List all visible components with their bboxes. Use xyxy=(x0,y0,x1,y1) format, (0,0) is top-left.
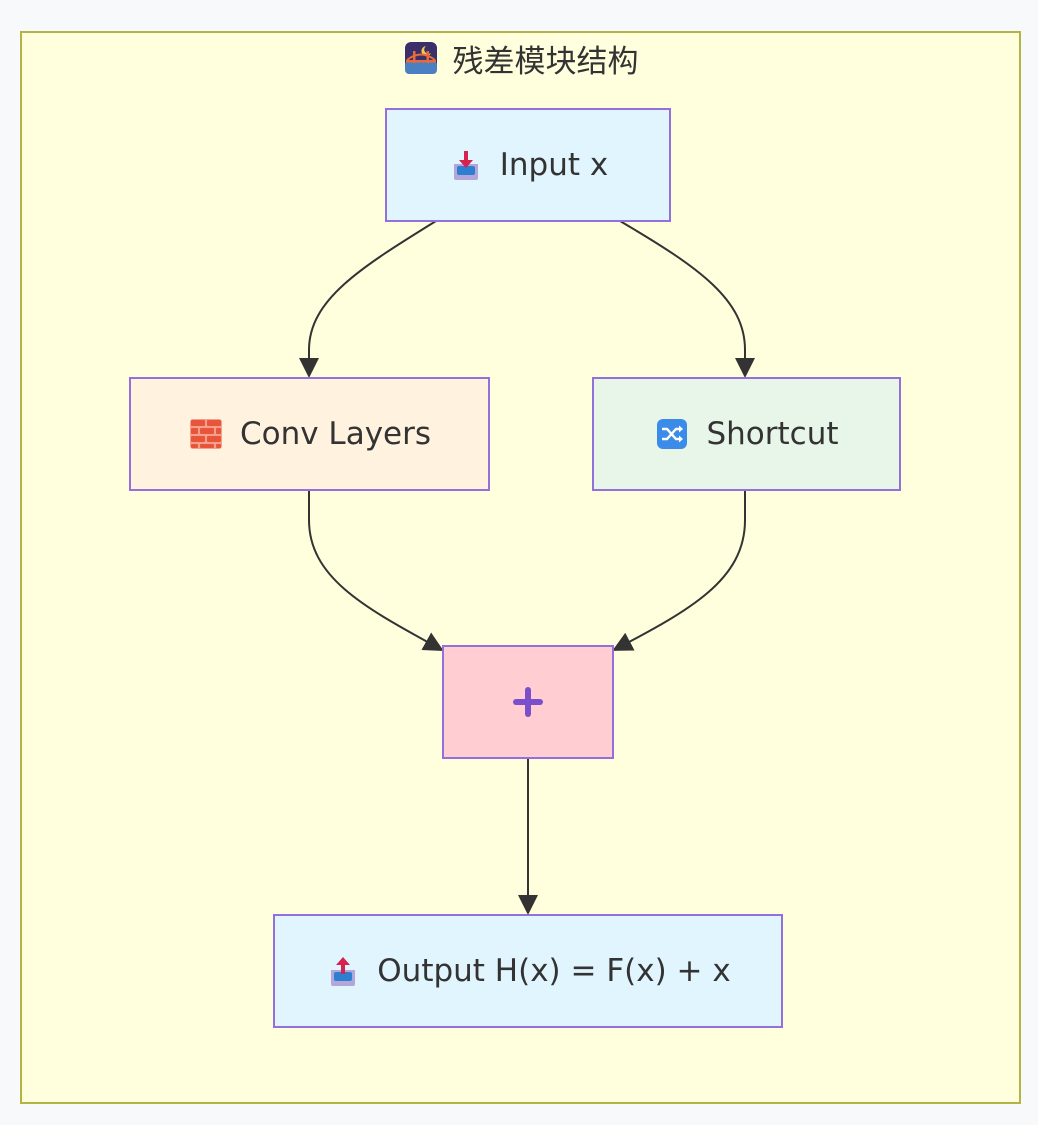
edge-input-to-shortcut xyxy=(619,220,755,378)
node-conv-layers[interactable]: Conv Layers xyxy=(129,377,490,491)
edge-input-to-conv xyxy=(299,220,437,378)
node-input-label: Input x xyxy=(499,147,609,183)
node-input[interactable]: Input x xyxy=(385,108,671,222)
node-output-label: Output H(x) = F(x) + x xyxy=(377,953,731,989)
node-add[interactable] xyxy=(442,645,614,759)
cluster-title: 残差模块结构 xyxy=(20,36,1021,80)
node-shortcut-label: Shortcut xyxy=(706,416,839,452)
edge-conv-to-add xyxy=(308,490,444,651)
plus-icon xyxy=(510,684,546,720)
brick-icon xyxy=(188,416,224,452)
cluster-title-text: 残差模块结构 xyxy=(452,43,639,80)
night-bridge-icon xyxy=(403,40,439,76)
node-conv-label: Conv Layers xyxy=(239,416,432,452)
node-output[interactable]: Output H(x) = F(x) + x xyxy=(273,914,783,1028)
inbox-tray-icon xyxy=(448,147,484,183)
node-shortcut[interactable]: Shortcut xyxy=(592,377,901,491)
edge-shortcut-to-add xyxy=(612,490,746,651)
shuffle-icon xyxy=(654,416,690,452)
outbox-tray-icon xyxy=(325,953,361,989)
